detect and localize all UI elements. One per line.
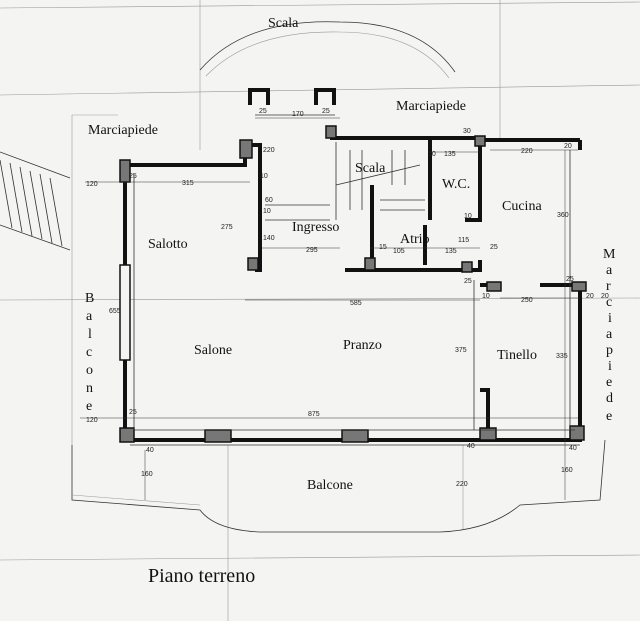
letter: i: [608, 311, 612, 326]
columns: [204, 125, 587, 443]
dim: 40: [467, 443, 475, 450]
left-staircase: [0, 151, 71, 251]
dimension-numbers: 25 170 25 220 30 10 135 220 20 120 25 31…: [86, 108, 609, 488]
dim: 585: [350, 300, 362, 307]
balcone-outline: [71, 439, 606, 533]
letter: e: [606, 375, 612, 390]
dim: 60: [265, 197, 273, 204]
stair-arc: [199, 21, 456, 73]
label-cucina: Cucina: [502, 199, 542, 214]
dim: 655: [109, 308, 121, 315]
entrance-steps: [248, 88, 336, 116]
label-atrio: Atrio: [400, 232, 430, 247]
label-salotto: Salotto: [148, 237, 188, 252]
dim: 20: [564, 143, 572, 150]
dim: 10: [263, 208, 271, 215]
letter: o: [86, 363, 93, 378]
letter: c: [606, 295, 612, 310]
dim: 295: [306, 247, 318, 254]
letter: n: [86, 381, 93, 396]
dim: 360: [557, 212, 569, 219]
label-marciapiede-top: Marciapiede: [396, 99, 466, 114]
dim: 115: [458, 237, 469, 244]
dim: 315: [182, 180, 194, 187]
dim: 120: [86, 417, 98, 424]
dim: 25: [129, 409, 137, 416]
letter: c: [86, 345, 92, 360]
dim: 250: [521, 297, 533, 304]
dim: 20: [601, 293, 609, 300]
dim: 40: [146, 447, 154, 454]
letter: a: [606, 263, 613, 278]
dim: 25: [322, 108, 330, 115]
label-scala-top: Scala: [268, 16, 299, 31]
dim: 25: [490, 244, 498, 251]
letter: d: [606, 391, 613, 406]
interior-lines: [130, 150, 580, 446]
dim: 220: [456, 481, 468, 488]
letter: e: [86, 399, 92, 414]
label-scala: Scala: [355, 161, 386, 176]
dim: 10: [260, 173, 268, 180]
letter: p: [606, 343, 613, 358]
letter: B: [85, 291, 94, 306]
interior-stair: [335, 142, 425, 220]
letter: r: [606, 279, 611, 294]
letter: i: [608, 359, 612, 374]
label-balcone-bottom: Balcone: [307, 478, 353, 493]
dim: 40: [569, 445, 577, 452]
dim: 140: [263, 235, 275, 242]
label-balcone-left: B a l c o n e: [85, 291, 94, 414]
dim: 120: [86, 181, 98, 188]
dim: 105: [393, 248, 405, 255]
letter: l: [88, 327, 92, 342]
label-salone: Salone: [194, 343, 232, 358]
plan-caption: Piano terreno: [148, 565, 255, 587]
left-windows: [119, 159, 135, 443]
dimension-lines: [80, 117, 580, 500]
label-pranzo: Pranzo: [343, 338, 382, 353]
dim: 10: [464, 213, 472, 220]
label-tinello: Tinello: [497, 348, 537, 363]
label-ingresso: Ingresso: [292, 220, 339, 235]
dim: 875: [308, 411, 320, 418]
label-wc: W.C.: [442, 177, 470, 192]
dim: 170: [292, 111, 304, 118]
letter: a: [86, 309, 93, 324]
dim: 335: [556, 353, 568, 360]
dim: 220: [521, 148, 533, 155]
dim: 160: [141, 471, 153, 478]
dim: 25: [566, 276, 574, 283]
label-marciapiede-right: M a r c i a p i e d e: [603, 247, 616, 424]
letter: M: [603, 247, 616, 262]
label-marciapiede-left: Marciapiede: [88, 123, 158, 138]
stair-arc-inner: [205, 31, 450, 79]
balcone-inner-line: [71, 494, 201, 506]
dim: 30: [463, 128, 471, 135]
letter: a: [606, 327, 613, 342]
dim: 160: [561, 467, 573, 474]
dim: 15: [379, 244, 387, 251]
dim: 25: [259, 108, 267, 115]
dim: 275: [221, 224, 233, 231]
dim: 10: [428, 151, 436, 158]
dim: 220: [263, 147, 275, 154]
dim: 25: [464, 278, 472, 285]
dim: 20: [586, 293, 594, 300]
dim: 375: [455, 347, 467, 354]
dim: 25: [129, 173, 137, 180]
dim: 135: [444, 151, 456, 158]
letter: e: [606, 409, 612, 424]
dim: 10: [482, 293, 490, 300]
dim: 135: [445, 248, 457, 255]
